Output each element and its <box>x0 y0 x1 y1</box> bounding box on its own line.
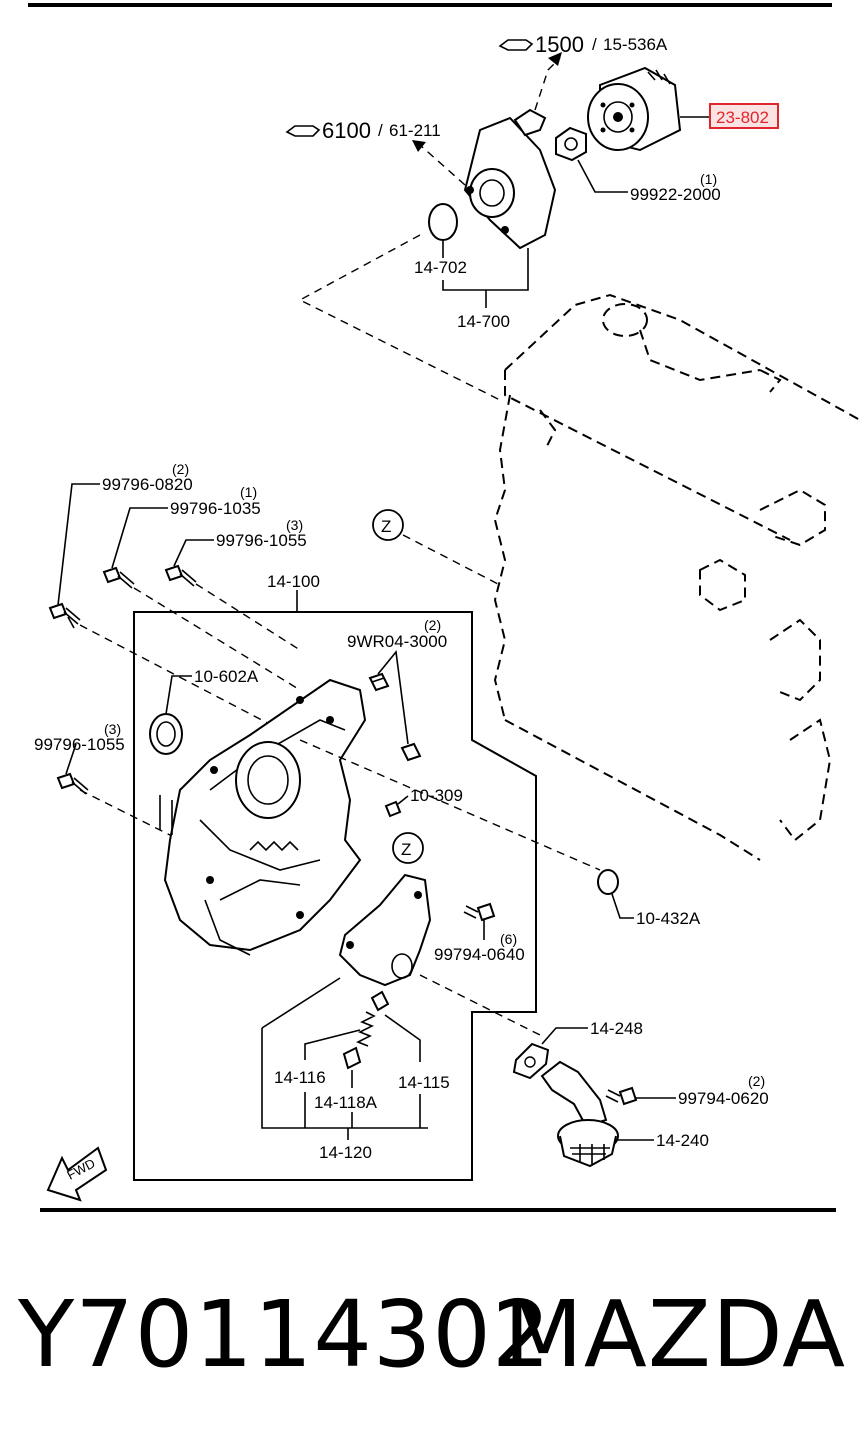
bolt-99794-0640 <box>463 902 496 922</box>
oil-pump-body <box>159 678 367 956</box>
relief-spring <box>356 1011 376 1047</box>
oil-seal <box>149 713 183 755</box>
bolt-e-label: 99794-0640 <box>434 945 525 964</box>
pump-label: 14-100 <box>267 572 320 591</box>
forward-arrow: FWD <box>46 1146 108 1202</box>
bolt-d-label: 99796-1055 <box>34 735 125 754</box>
svg-text:61-211: 61-211 <box>389 121 441 140</box>
nut-label: 99922-2000 <box>630 185 721 204</box>
bolt-a-label: 99796-0820 <box>102 475 193 494</box>
bolt-f-qty: (2) <box>748 1073 765 1089</box>
relief-valve-piston <box>342 1046 362 1070</box>
bolt-d-qty: (3) <box>104 721 121 737</box>
bolt-b-label: 99796-1035 <box>170 499 261 518</box>
caption: Y70114302 MAZDA <box>0 1280 864 1400</box>
relief-label: 14-120 <box>319 1143 372 1162</box>
valve-label: 14-118A <box>314 1093 378 1112</box>
bolt-99794-0620 <box>605 1086 638 1106</box>
strainer-gasket <box>512 1042 550 1080</box>
svg-text:1500: 1500 <box>535 32 584 57</box>
dowel-top <box>368 672 390 692</box>
block-o-ring <box>597 869 619 895</box>
brand-name: MAZDA <box>503 1281 846 1388</box>
svg-text:/: / <box>592 35 597 54</box>
engine-block-outline <box>493 293 861 861</box>
cooler-label: 14-700 <box>457 312 510 331</box>
bolt-f-label: 99794-0620 <box>678 1089 769 1108</box>
bolt-99796-0820 <box>48 602 81 629</box>
bolt-c-qty: (3) <box>286 517 303 533</box>
cooler-o-ring-label: 14-702 <box>414 258 467 277</box>
relief-plug <box>370 990 390 1012</box>
strainer-label: 14-240 <box>656 1131 709 1150</box>
bolt-a-qty: (2) <box>172 461 189 477</box>
svg-text:6100: 6100 <box>322 118 371 143</box>
dowel-bottom <box>400 742 422 762</box>
block-o-ring-label: 10-432A <box>636 909 701 928</box>
pin-label: 10-309 <box>410 786 463 805</box>
gasket-label: 14-248 <box>590 1019 643 1038</box>
dowel-label: 9WR04-3000 <box>347 632 447 651</box>
pump-group-frame <box>133 611 537 1181</box>
zone-marker-z-top: Z <box>372 509 404 541</box>
spring-label: 14-116 <box>274 1068 326 1087</box>
oil-cooler <box>463 108 557 250</box>
oil-strainer <box>540 1060 619 1168</box>
bolt-99796-1055-left <box>56 772 89 795</box>
dowel-qty: (2) <box>424 617 441 633</box>
svg-text:15-536A: 15-536A <box>603 35 668 54</box>
svg-text:Z: Z <box>401 840 411 859</box>
filter-label: 23-802 <box>716 108 769 127</box>
ref-1500: 1500 / 15-536A <box>498 32 668 57</box>
filter-highlight-box <box>709 103 779 129</box>
oil-filter <box>587 66 682 152</box>
nut-qty: (1) <box>700 171 717 187</box>
plug-label: 14-115 <box>398 1073 450 1092</box>
pin <box>384 800 402 818</box>
cooler-o-ring <box>428 203 458 241</box>
bolt-b-qty: (1) <box>240 484 257 500</box>
bolt-e-qty: (6) <box>500 931 517 947</box>
part-number: Y70114302 <box>18 1281 552 1388</box>
bolt-99796-1055-top <box>164 564 197 587</box>
bolt-c-label: 99796-1055 <box>216 531 307 550</box>
relief-valve-housing <box>338 873 432 987</box>
nut <box>555 126 587 162</box>
seal-label: 10-602A <box>194 667 259 686</box>
svg-text:Z: Z <box>381 517 391 536</box>
svg-text:/: / <box>378 121 383 140</box>
bolt-99796-1035 <box>102 566 135 589</box>
ref-6100: 6100 / 61-211 <box>285 118 441 143</box>
zone-marker-z-bottom: Z <box>392 832 424 864</box>
